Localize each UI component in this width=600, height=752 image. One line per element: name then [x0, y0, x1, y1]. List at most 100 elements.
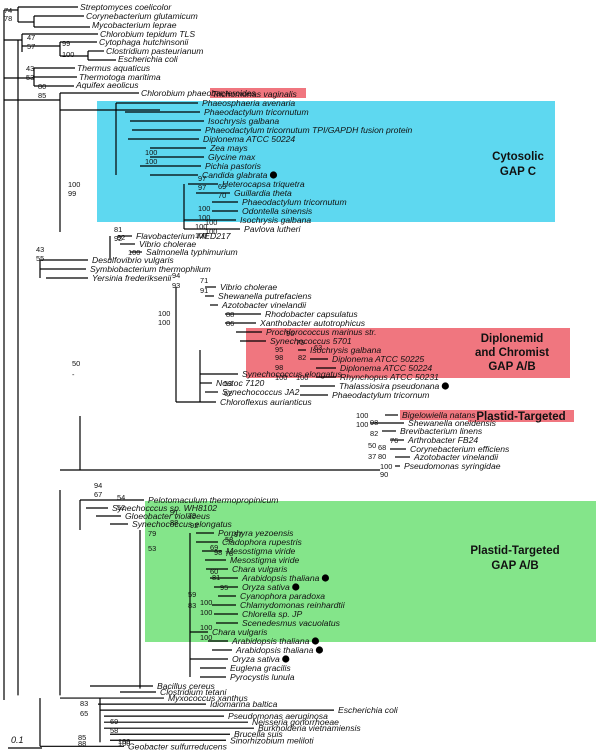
- taxon-label: Bacillus cereus: [157, 681, 215, 691]
- support-value: 100: [205, 227, 217, 236]
- taxon-label: Idiomarina baltica: [210, 699, 278, 709]
- taxon-label: Chlamydomonas reinhardtii: [240, 600, 346, 610]
- taxon-label: Diplonema ATCC 50224: [340, 363, 432, 373]
- taxon-label: Thermus aquaticus: [77, 63, 151, 73]
- taxon-label: Clostridium pasteurianum: [106, 46, 203, 56]
- taxon-label: Clostridium tetani: [160, 687, 227, 697]
- taxon-label: Chlorella sp. JP: [242, 609, 302, 619]
- plastid-gapab-label-line2: GAP A/B: [491, 560, 538, 572]
- taxon-label: Scenedesmus vacuolatus: [242, 618, 341, 628]
- taxon-label: Pavlova lutheri: [244, 224, 301, 234]
- taxon-label: Synechococcus elongatus: [132, 519, 233, 529]
- support-value: 97: [234, 530, 242, 539]
- support-value: 98: [275, 353, 283, 362]
- taxon-label: Mesostigma viride: [230, 555, 299, 565]
- support-value: 76: [390, 436, 398, 445]
- support-value: 78: [225, 549, 233, 558]
- taxon-label: Corynebacterium glutamicum: [86, 11, 198, 21]
- taxon-label: Aquifex aeolicus: [75, 80, 139, 90]
- taxon-label: Escherichia coli: [338, 705, 399, 715]
- support-value: 79: [188, 511, 196, 520]
- support-value: 98: [370, 418, 378, 427]
- support-value: 100: [198, 213, 210, 222]
- diplonemid-label-line2: and Chromist: [475, 347, 549, 359]
- support-value: 55: [36, 254, 44, 263]
- taxon-label: Streptomyces coelicolor: [80, 2, 172, 12]
- taxon-label: Phaeodactylum tricornutum: [242, 197, 347, 207]
- support-value: 75: [296, 338, 304, 347]
- taxon-label: Thalassiosira pseudonana: [339, 381, 440, 391]
- taxon-label: Geobacter sulfurreducens: [128, 741, 228, 751]
- taxon-label: Synechococcus JA2: [222, 387, 300, 397]
- support-value: 53: [26, 73, 34, 82]
- taxon-label: Rhynchopus ATCC 50231: [340, 372, 439, 382]
- taxon-label: Pyrocystis lunula: [230, 672, 295, 682]
- support-value: 62: [224, 389, 232, 398]
- support-value: 100: [145, 148, 157, 157]
- support-value: 97: [198, 183, 206, 192]
- marker-dot-icon: [311, 637, 320, 645]
- plastid-gapab-box: [145, 501, 596, 642]
- taxon-label: Yersinia frederiksenii: [92, 273, 172, 283]
- support-value: 97: [198, 174, 206, 183]
- support-value: 43: [36, 245, 44, 254]
- taxon-label: Diplonema ATCC 50224: [203, 134, 295, 144]
- taxon-label: Chloroflexus aurianticus: [220, 397, 312, 407]
- support-value: 88: [78, 739, 86, 748]
- taxon-label: Guillardia theta: [234, 188, 292, 198]
- taxon-label: Thermotoga maritima: [79, 72, 161, 82]
- support-value: 95: [275, 345, 283, 354]
- support-value: 68: [378, 443, 386, 452]
- support-value: 37: [368, 452, 376, 461]
- support-value: 80: [38, 82, 46, 91]
- support-value: 79: [148, 529, 156, 538]
- support-value: 100: [356, 420, 368, 429]
- support-value: 43: [26, 64, 34, 73]
- support-value: 100: [205, 218, 217, 227]
- taxon-label: Arabidopsis thaliana: [241, 573, 320, 583]
- taxon-label: Candida glabrata: [202, 170, 268, 180]
- support-value: 92: [117, 233, 125, 242]
- taxon-label: Gloeobacter violaceus: [125, 511, 211, 521]
- marker-dot-icon: [269, 171, 278, 179]
- support-value: 85: [38, 91, 46, 100]
- taxon-label: Brucella suis: [234, 729, 283, 739]
- support-value: 99: [62, 39, 70, 48]
- support-value: 70: [218, 191, 226, 200]
- marker-dot-icon: [441, 382, 449, 390]
- taxon-label: Porphyra yezoensis: [218, 528, 294, 538]
- support-value: 100: [118, 739, 130, 748]
- support-value: 91: [170, 508, 178, 517]
- taxon-label: Vibrio cholerae: [139, 239, 196, 249]
- taxon-label: Mesostigma viride: [226, 546, 295, 556]
- support-value: 94: [172, 271, 180, 280]
- support-value: 60: [210, 567, 218, 576]
- taxon-label: Arabidopsis thaliana: [235, 645, 314, 655]
- taxon-label: Euglena gracilis: [230, 663, 291, 673]
- support-value: 74: [4, 6, 12, 15]
- support-value: 86: [226, 319, 234, 328]
- taxon-label: Zea mays: [209, 143, 248, 153]
- taxon-label: Trichomonas vaginalis: [212, 89, 298, 99]
- support-value: 53: [148, 544, 156, 553]
- taxon-label: Desulfovibrio vulgaris: [92, 255, 174, 265]
- support-value: 50: [72, 359, 80, 368]
- taxon-label: Phaeodactylum tricornutum: [204, 107, 309, 117]
- support-value: 91: [200, 286, 208, 295]
- cytosolic-label-line1: Cytosolic: [492, 151, 544, 163]
- support-value: 100: [198, 204, 210, 213]
- support-value: 58: [110, 726, 118, 735]
- support-value: 96: [286, 329, 294, 338]
- taxon-label: Bigelowiella natans: [402, 410, 476, 420]
- taxon-label: Rhodobacter capsulatus: [265, 309, 358, 319]
- support-value: 100: [200, 598, 212, 607]
- support-value: 78: [4, 14, 12, 23]
- support-value: 99: [68, 189, 76, 198]
- taxon-label: Synechocccus sp. WH8102: [112, 503, 217, 513]
- support-value: 100: [356, 411, 368, 420]
- support-value: 88: [170, 518, 178, 527]
- support-value: 100: [158, 309, 170, 318]
- taxon-label: Corynebacterium efficiens: [410, 444, 510, 454]
- support-value: 71: [200, 276, 208, 285]
